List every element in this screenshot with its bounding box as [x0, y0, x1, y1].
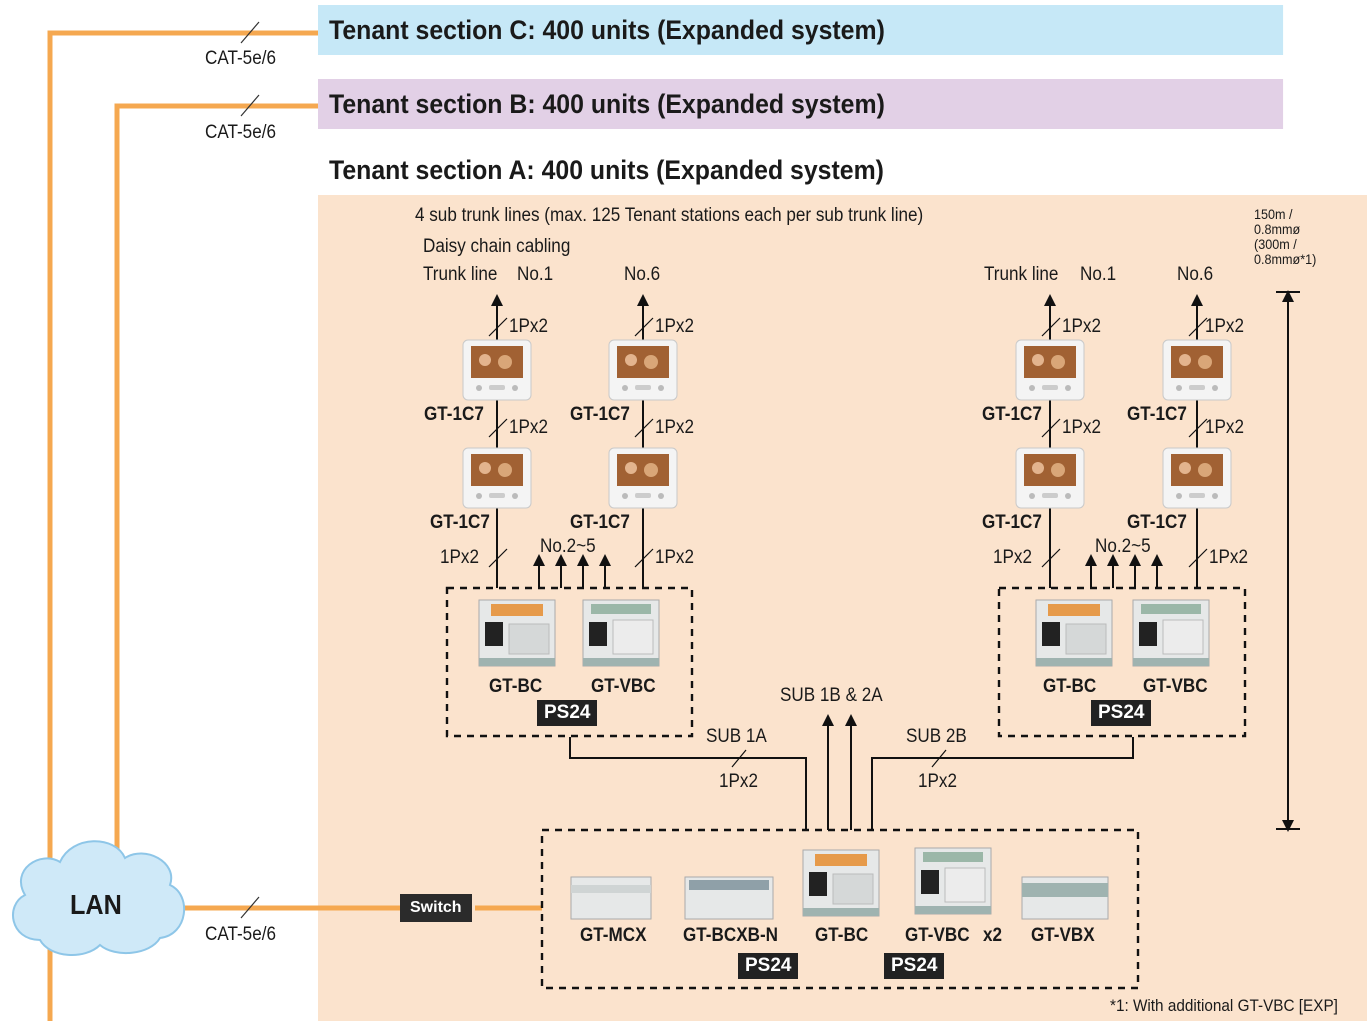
cable-label-c: CAT-5e/6	[205, 48, 276, 69]
gt-1c7-label: GT-1C7	[424, 404, 484, 425]
ps24-badge: PS24	[738, 953, 799, 979]
trunk-no6-label: No.6	[624, 264, 661, 285]
gt-bcxb-n-label: GT-BCXB-N	[683, 925, 779, 946]
gt-bc-label: GT-BC	[1043, 676, 1097, 697]
section-c-header: Tenant section C: 400 units (Expanded sy…	[318, 5, 1284, 55]
trunk-no1-label: No.1	[517, 264, 554, 285]
cable-1px2: 1Px2	[918, 771, 957, 792]
sub-1a-label: SUB 1A	[706, 726, 767, 747]
no2-5-label-right: No.2~5	[1095, 536, 1151, 557]
gt-vbx-label: GT-VBX	[1031, 925, 1095, 946]
gt-1c7-label: GT-1C7	[982, 404, 1042, 425]
cable-1px2: 1Px2	[655, 417, 694, 438]
gt-mcx-label: GT-MCX	[580, 925, 647, 946]
cable-1px2: 1Px2	[993, 547, 1032, 568]
trunk-line-label-right: Trunk line	[984, 264, 1059, 285]
ps24-badge: PS24	[1091, 700, 1152, 726]
gt-1c7-label: GT-1C7	[430, 512, 490, 533]
cable-1px2: 1Px2	[509, 316, 548, 337]
gt-1c7-label: GT-1C7	[1127, 404, 1187, 425]
distance-note: 150m /0.8mmø (300m /0.8mmø*1)	[1254, 206, 1317, 267]
gt-vbc-label: GT-VBC	[591, 676, 656, 697]
cable-1px2: 1Px2	[1205, 316, 1244, 337]
cable-1px2: 1Px2	[1209, 547, 1248, 568]
daisy-chain-note: Daisy chain cabling	[423, 236, 571, 257]
footnote: *1: With additional GT-VBC [EXP]	[1110, 996, 1338, 1015]
sub-trunk-note: 4 sub trunk lines (max. 125 Tenant stati…	[415, 205, 924, 226]
section-a-header: Tenant section A: 400 units (Expanded sy…	[329, 155, 884, 185]
lan-label: LAN	[70, 889, 122, 920]
gt-bc-label: GT-BC	[815, 925, 869, 946]
cable-1px2: 1Px2	[509, 417, 548, 438]
cable-label-b: CAT-5e/6	[205, 122, 276, 143]
cable-slashes	[240, 21, 260, 919]
gt-1c7-label: GT-1C7	[570, 404, 630, 425]
ps24-badge: PS24	[537, 700, 598, 726]
gt-bc-label: GT-BC	[489, 676, 543, 697]
gt-vbc-label: GT-VBC	[1143, 676, 1208, 697]
sub-2b-label: SUB 2B	[906, 726, 967, 747]
gt-1c7-label: GT-1C7	[570, 512, 630, 533]
cable-1px2: 1Px2	[1062, 417, 1101, 438]
controller-icons	[478, 599, 1210, 920]
cable-1px2: 1Px2	[1205, 417, 1244, 438]
switch-badge: Switch	[400, 894, 472, 922]
trunk-line-label: Trunk line	[423, 264, 498, 285]
cable-1px2: 1Px2	[440, 547, 479, 568]
dashed-groups	[445, 586, 1247, 990]
cable-label-lan: CAT-5e/6	[205, 924, 276, 945]
cable-1px2: 1Px2	[719, 771, 758, 792]
sub-1b-2a-label: SUB 1B & 2A	[780, 685, 883, 706]
cable-1px2: 1Px2	[1062, 316, 1101, 337]
gt-1c7-label: GT-1C7	[1127, 512, 1187, 533]
cable-1px2: 1Px2	[655, 316, 694, 337]
lan-cloud-icon	[12, 840, 186, 957]
lan-cables	[47, 30, 542, 1021]
x2-label: x2	[983, 925, 1003, 946]
gt-1c7-label: GT-1C7	[982, 512, 1042, 533]
cable-1px2: 1Px2	[655, 547, 694, 568]
no2-5-label: No.2~5	[540, 536, 596, 557]
trunk-no1-label-right: No.1	[1080, 264, 1117, 285]
ps24-badge: PS24	[884, 953, 945, 979]
trunk-no6-label-right: No.6	[1177, 264, 1214, 285]
section-b-header: Tenant section B: 400 units (Expanded sy…	[318, 79, 1284, 129]
gt-vbc-label: GT-VBC	[905, 925, 970, 946]
